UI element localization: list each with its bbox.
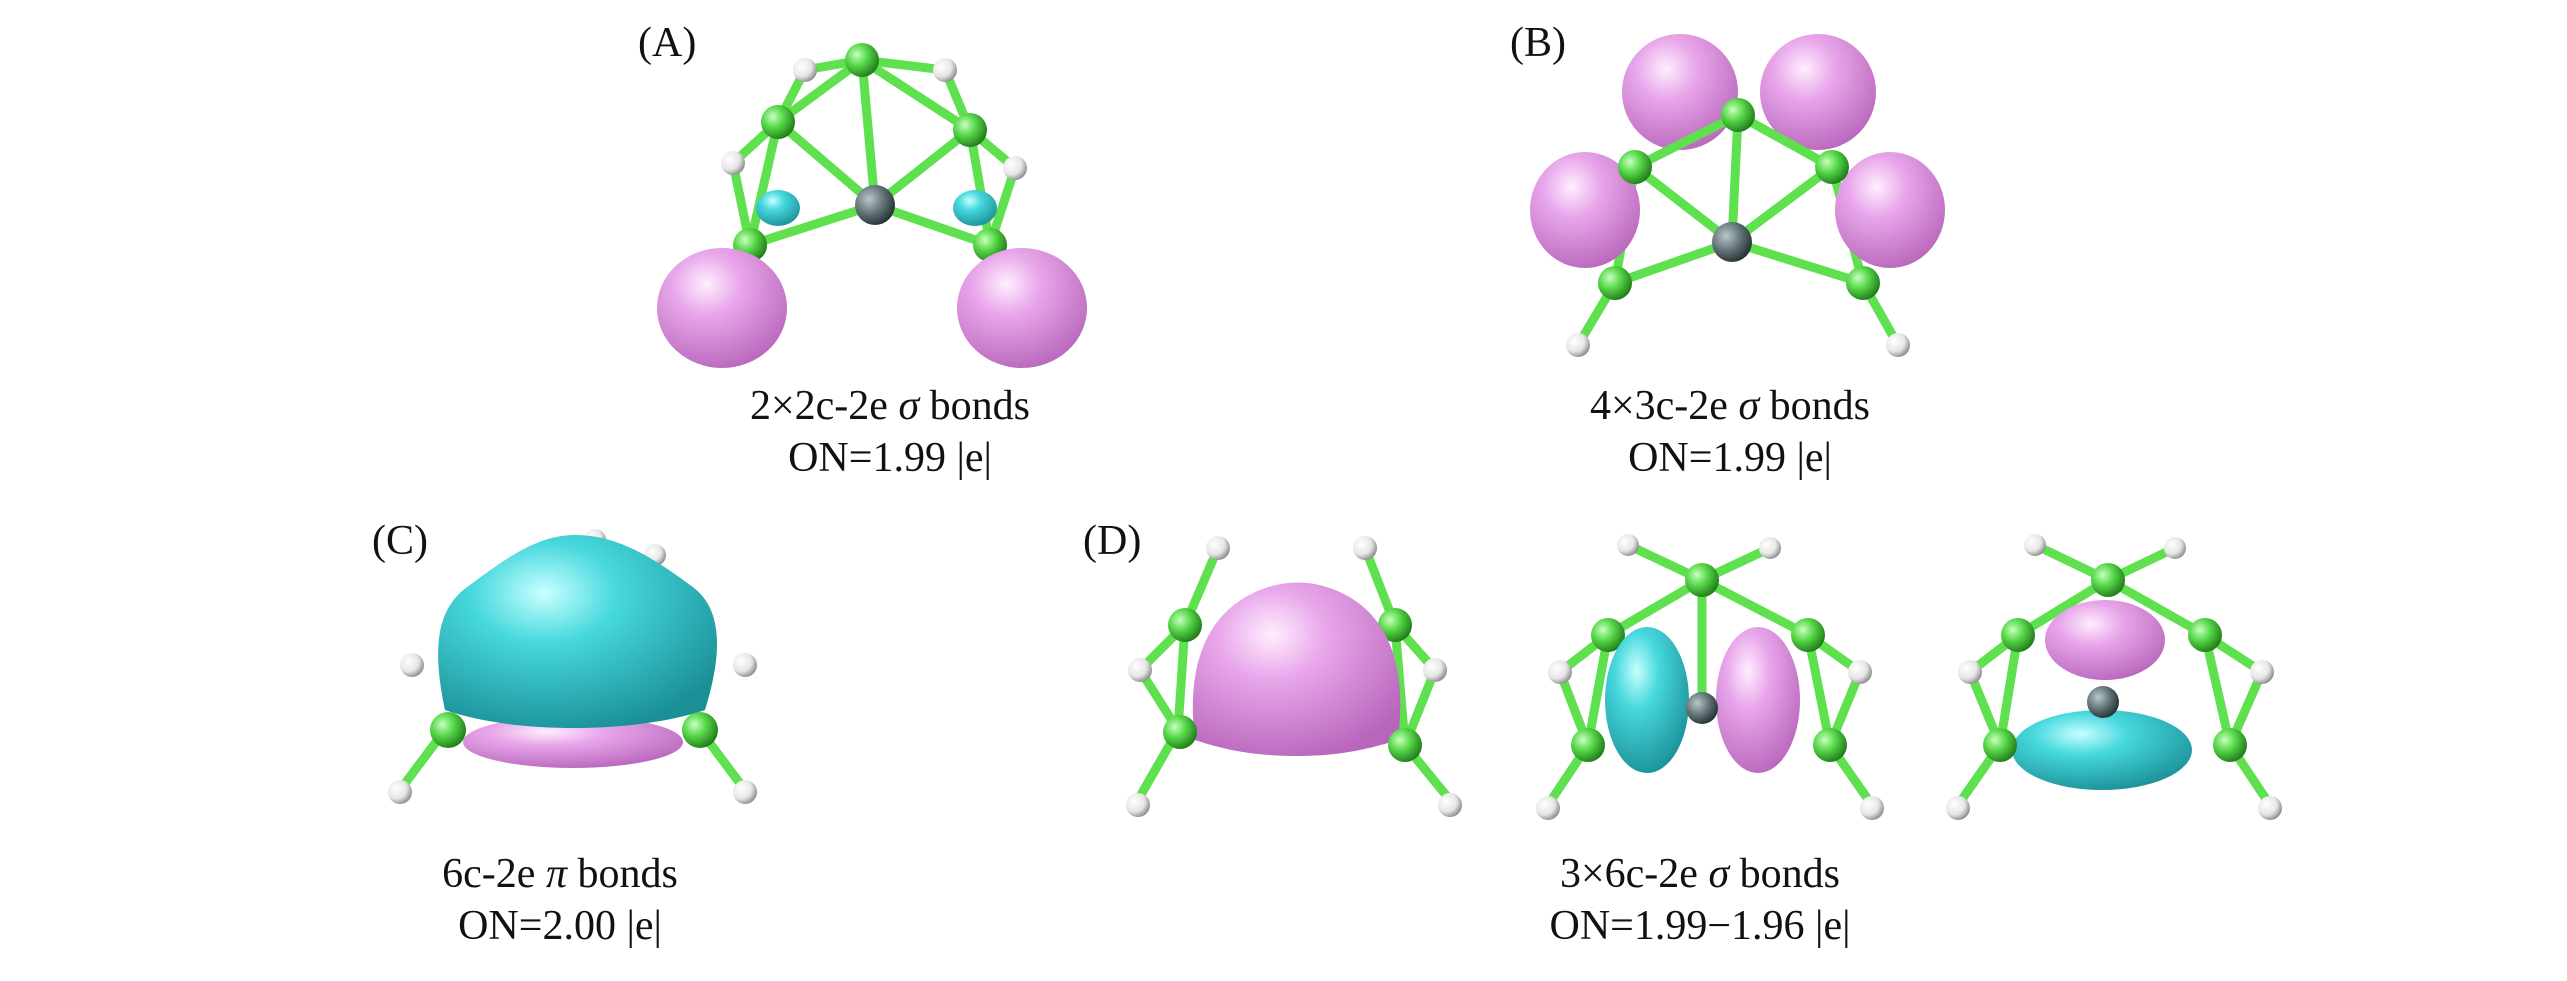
caption-b-line1: 4×3c-2e σ bonds — [1589, 383, 1871, 429]
molecule-panel-c — [388, 529, 757, 804]
caption-a-line2: ON=1.99 |e| — [788, 435, 992, 481]
caption-b: 4×3c-2e σ bonds ON=1.99 |e| — [1520, 380, 1940, 484]
carbon-atom — [761, 105, 795, 139]
orbital-lobe — [2045, 600, 2165, 680]
caption-d-line2: ON=1.99−1.96 |e| — [1549, 903, 1851, 949]
carbon-atom — [845, 43, 879, 77]
hydrogen-atom — [1003, 156, 1027, 180]
caption-c-line2: ON=2.00 |e| — [458, 903, 662, 949]
metal-atom — [855, 185, 895, 225]
hydrogen-atom — [1958, 660, 1982, 684]
orbital-lobe — [953, 190, 997, 226]
carbon-atom — [2188, 618, 2222, 652]
orbital-lobe — [1835, 152, 1945, 268]
molecule-panel-b — [1530, 34, 1945, 357]
carbon-atom — [430, 712, 466, 748]
carbon-atom — [2091, 563, 2125, 597]
hydrogen-atom — [1886, 333, 1910, 357]
hydrogen-atom — [1438, 793, 1462, 817]
hydrogen-atom — [733, 780, 757, 804]
molecule-panel-d-3 — [1946, 534, 2282, 820]
carbon-atom — [1813, 728, 1847, 762]
carbon-atom — [1721, 98, 1755, 132]
hydrogen-atom — [1126, 793, 1150, 817]
molecule-panel-a — [657, 43, 1087, 368]
caption-d-line1: 3×6c-2e σ bonds — [1559, 851, 1841, 897]
caption-d: 3×6c-2e σ bonds ON=1.99−1.96 |e| — [1470, 848, 1930, 952]
hydrogen-atom — [1566, 333, 1590, 357]
hydrogen-atom — [933, 58, 957, 82]
hydrogen-atom — [2258, 796, 2282, 820]
molecule-panel-d-2 — [1536, 534, 1884, 820]
hydrogen-atom — [1128, 658, 1152, 682]
hydrogen-atom — [1860, 796, 1884, 820]
carbon-atom — [2213, 728, 2247, 762]
hydrogen-atom — [400, 653, 424, 677]
hydrogen-atom — [1617, 534, 1639, 556]
hydrogen-atom — [1206, 536, 1230, 560]
panel-label-a: (A) — [638, 20, 697, 66]
hydrogen-atom — [2164, 537, 2186, 559]
carbon-atom — [682, 712, 718, 748]
caption-a: 2×2c-2e σ bonds ON=1.99 |e| — [680, 380, 1100, 484]
orbital-lobe — [1530, 152, 1640, 268]
carbon-atom — [2001, 618, 2035, 652]
hydrogen-atom — [733, 653, 757, 677]
carbon-atom — [1163, 715, 1197, 749]
carbon-atom — [1618, 150, 1652, 184]
hydrogen-atom — [1848, 660, 1872, 684]
orbital-lobe — [657, 248, 787, 368]
orbital-lobe — [438, 535, 717, 728]
hydrogen-atom — [1536, 796, 1560, 820]
molecule-panel-d-1 — [1126, 536, 1462, 817]
caption-a-line1: 2×2c-2e σ bonds — [749, 383, 1031, 429]
caption-b-line2: ON=1.99 |e| — [1628, 435, 1832, 481]
hydrogen-atom — [1548, 660, 1572, 684]
orbital-lobe — [2012, 710, 2192, 790]
hydrogen-atom — [1759, 537, 1781, 559]
carbon-atom — [1815, 150, 1849, 184]
carbon-atom — [1598, 266, 1632, 300]
orbital-lobe — [1716, 627, 1800, 773]
bonds-a — [728, 55, 1020, 250]
carbon-atom — [1591, 618, 1625, 652]
panel-label-d: (D) — [1083, 518, 1142, 564]
hydrogen-atom — [2024, 534, 2046, 556]
orbital-lobe — [1605, 627, 1689, 773]
hydrogen-atom — [793, 58, 817, 82]
panel-label-b: (B) — [1510, 20, 1566, 66]
caption-c-line1: 6c-2e π bonds — [442, 851, 678, 897]
hydrogen-atom — [1946, 796, 1970, 820]
metal-atom — [1712, 222, 1752, 262]
orbital-lobe — [1760, 34, 1876, 150]
orbital-lobe — [756, 190, 800, 226]
carbon-atom — [1571, 728, 1605, 762]
carbon-atom — [1791, 618, 1825, 652]
orbital-lobe — [1192, 582, 1401, 756]
carbon-atom — [1388, 728, 1422, 762]
orbital-lobe — [957, 248, 1087, 368]
carbon-atom — [1168, 608, 1202, 642]
orbital-lobe — [1622, 34, 1738, 150]
carbon-atom — [953, 113, 987, 147]
panel-label-c: (C) — [372, 518, 428, 564]
orbital-lobe — [463, 716, 683, 768]
hydrogen-atom — [1423, 658, 1447, 682]
metal-atom — [1686, 692, 1718, 724]
carbon-atom — [1983, 728, 2017, 762]
hydrogen-atom — [721, 151, 745, 175]
hydrogen-atom — [1353, 536, 1377, 560]
caption-c: 6c-2e π bonds ON=2.00 |e| — [360, 848, 760, 952]
metal-atom — [2087, 686, 2119, 718]
hydrogen-atom — [2250, 660, 2274, 684]
carbon-atom — [1378, 608, 1412, 642]
hydrogen-atom — [388, 780, 412, 804]
carbon-atom — [1685, 563, 1719, 597]
carbon-atom — [1846, 266, 1880, 300]
